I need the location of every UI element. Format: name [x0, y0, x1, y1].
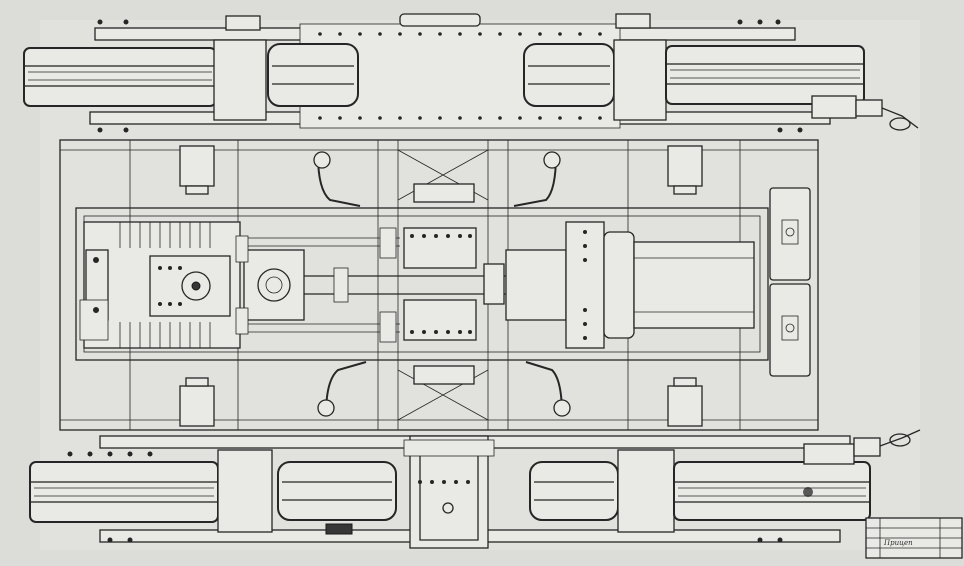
tire-top-left [267, 43, 359, 107]
engine-block [79, 221, 241, 349]
top-rail-rivets [318, 32, 602, 120]
tire-bottom-right [529, 461, 619, 521]
rear-end-plates [769, 187, 811, 377]
wheel-bottom-right [617, 449, 871, 533]
suspension-brackets-lower [179, 361, 703, 427]
differential-blocks [403, 227, 505, 341]
wheel-bottom-left [29, 449, 273, 533]
bottom-wheel-assembly [29, 429, 921, 549]
center-hub-bottom [403, 435, 495, 549]
gearbox [235, 235, 305, 335]
rear-axle-housing [505, 221, 755, 349]
title-block: Прицеп [865, 517, 963, 559]
tow-coupling-bottom [803, 429, 921, 465]
top-wheel-assembly [23, 13, 919, 133]
wheel-top-left [23, 39, 267, 121]
tow-coupling-top [811, 95, 919, 131]
suspension-brackets-upper [179, 145, 703, 207]
title-block-label: Прицеп [883, 539, 913, 547]
tire-top-right [523, 43, 615, 107]
tire-bottom-left [277, 461, 397, 521]
wheel-top-right [613, 39, 865, 121]
